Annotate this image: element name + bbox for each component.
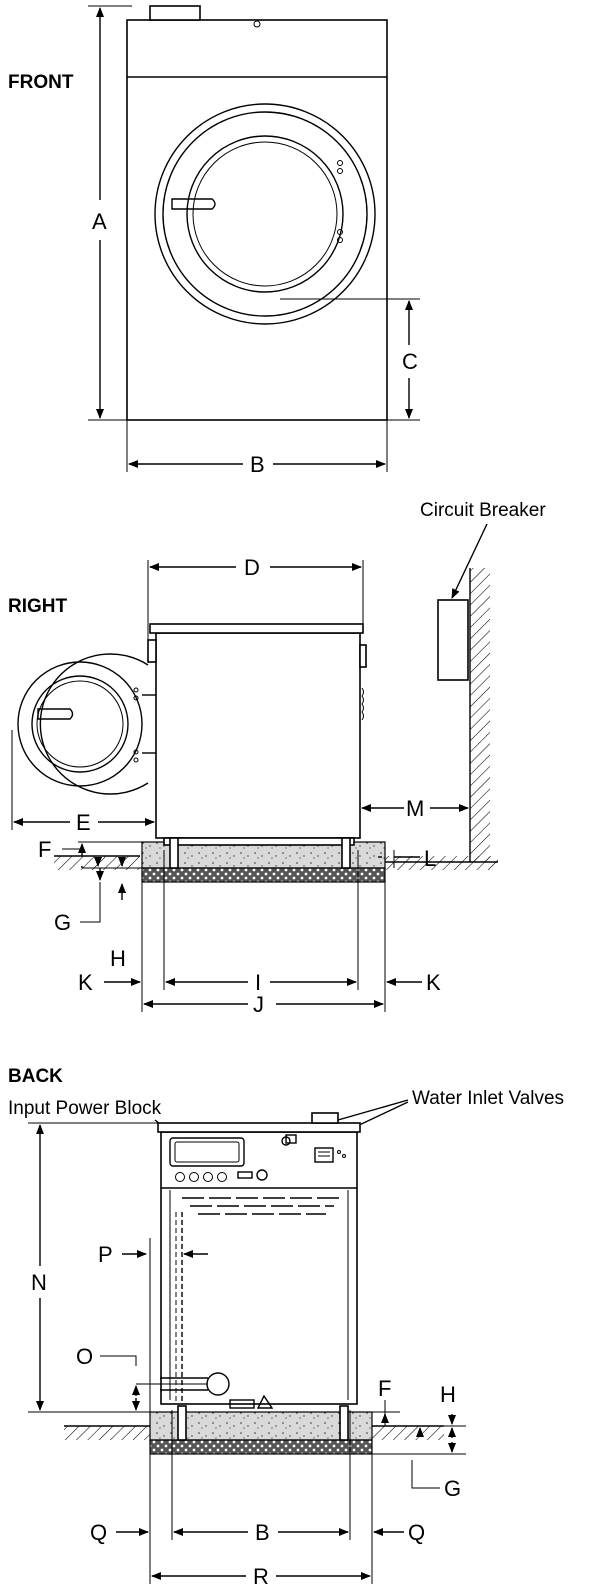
dim-h-back-label: H (440, 1382, 456, 1407)
hinge-bolt-icon (133, 757, 139, 763)
right-view: RIGHT Circuit Breaker (8, 500, 546, 1017)
dim-q-right-label: Q (408, 1520, 425, 1545)
dim-k-left-label: K (78, 970, 93, 995)
back-view-title: BACK (8, 1066, 63, 1087)
back-view: BACK Input Power Block Water Inlet Valve… (8, 1066, 564, 1589)
back-anchor-bolt-left (177, 1405, 187, 1441)
back-base-bracket (256, 1394, 274, 1409)
hinge-bolt-icon (337, 168, 343, 174)
front-door-glass (186, 135, 344, 293)
dim-o-label: O (76, 1344, 93, 1369)
back-control-module-icon (314, 1147, 334, 1163)
dim-m-label: M (406, 796, 424, 821)
back-concrete-pad (149, 1411, 373, 1441)
right-machine-top (149, 623, 364, 634)
front-door-ring (162, 111, 368, 317)
back-machine-top (157, 1122, 361, 1133)
anchor-bolt-right (341, 837, 351, 869)
floor-right-hatching (385, 856, 498, 870)
hinge-bolt-icon (133, 695, 139, 701)
back-connector-icon (237, 1171, 253, 1179)
dim-n-label: N (31, 1270, 47, 1295)
front-door-outer-ring (154, 103, 376, 325)
water-inlet-valve-icon (256, 1169, 268, 1181)
dim-g-right-leader (80, 882, 101, 923)
back-port-icon (175, 1172, 185, 1182)
front-vent-cap (149, 5, 201, 21)
dim-l-label: L (424, 846, 436, 871)
back-base-fixture (229, 1399, 255, 1409)
front-machine-body (126, 19, 388, 421)
circuit-breaker-callout: Circuit Breaker (420, 500, 546, 521)
right-rear-bracket (359, 644, 367, 668)
input-power-block-icon (169, 1137, 245, 1167)
wall-hatching (470, 568, 490, 862)
front-door-glass-inner (192, 141, 338, 287)
input-power-block-inner (174, 1141, 240, 1163)
dim-a-label: A (92, 209, 107, 234)
dim-f-back-label: F (378, 1376, 391, 1401)
dim-g-right-label: G (54, 910, 71, 935)
back-port-icon (203, 1172, 213, 1182)
right-door-ring (17, 661, 143, 787)
right-view-title: RIGHT (8, 596, 68, 617)
back-machine-body (160, 1131, 358, 1405)
right-door-glass-inner (36, 680, 124, 768)
front-view-title: FRONT (8, 72, 74, 93)
right-machine-body (155, 632, 361, 839)
dim-b-back-label: B (255, 1520, 270, 1545)
hinge-bolt-icon (133, 749, 139, 755)
hinge-bolt-icon (337, 237, 343, 243)
back-indicator-dot (337, 1150, 341, 1154)
anchor-bolt-left (169, 837, 179, 869)
back-vent-cap (311, 1112, 339, 1124)
circuit-breaker-box (437, 599, 469, 681)
gravel-base (141, 867, 386, 883)
water-inlet-valves-callout: Water Inlet Valves (412, 1088, 564, 1109)
back-floor-left-hatching (64, 1426, 150, 1440)
right-front-lip (147, 639, 157, 663)
back-anchor-bolt-right (339, 1405, 349, 1441)
circuit-breaker-leader (451, 523, 488, 599)
dim-h-right-label: H (110, 946, 126, 971)
hinge-bolt-icon (337, 160, 343, 166)
front-top-screw (253, 20, 261, 28)
right-door-handle (37, 708, 74, 720)
front-view: FRONT A C B (8, 5, 420, 477)
back-port-icon (217, 1172, 227, 1182)
hinge-bolt-icon (337, 229, 343, 235)
dim-b-front-label: B (250, 452, 265, 477)
water-inlet-fitting-icon (285, 1134, 297, 1144)
dim-f-right-leader (62, 848, 83, 856)
back-gravel-base (149, 1439, 373, 1455)
dim-k-right-label: K (426, 970, 441, 995)
right-base-frame (163, 837, 355, 846)
back-indicator-dot (342, 1154, 346, 1158)
dim-g-back-label: G (444, 1476, 461, 1501)
dim-o-leader (100, 1355, 137, 1366)
right-door-glass (31, 675, 129, 773)
dim-e-label: E (76, 810, 91, 835)
dim-c-label: C (402, 349, 418, 374)
right-rear-vents (361, 687, 364, 721)
dim-p-label: P (98, 1242, 113, 1267)
front-door-handle (171, 198, 216, 210)
dim-j-label: J (253, 992, 264, 1017)
dim-r-label: R (253, 1564, 269, 1589)
dim-g-back-leader (411, 1460, 440, 1489)
back-floor-right-hatching (372, 1426, 444, 1440)
back-port-icon (189, 1172, 199, 1182)
right-door-outer-ring (39, 653, 149, 795)
dim-f-right-label: F (38, 837, 51, 862)
dim-q-left-label: Q (90, 1520, 107, 1545)
dim-d-label: D (244, 555, 260, 580)
input-power-block-callout: Input Power Block (8, 1098, 162, 1119)
dim-i-label: I (255, 970, 261, 995)
hinge-bolt-icon (133, 687, 139, 693)
